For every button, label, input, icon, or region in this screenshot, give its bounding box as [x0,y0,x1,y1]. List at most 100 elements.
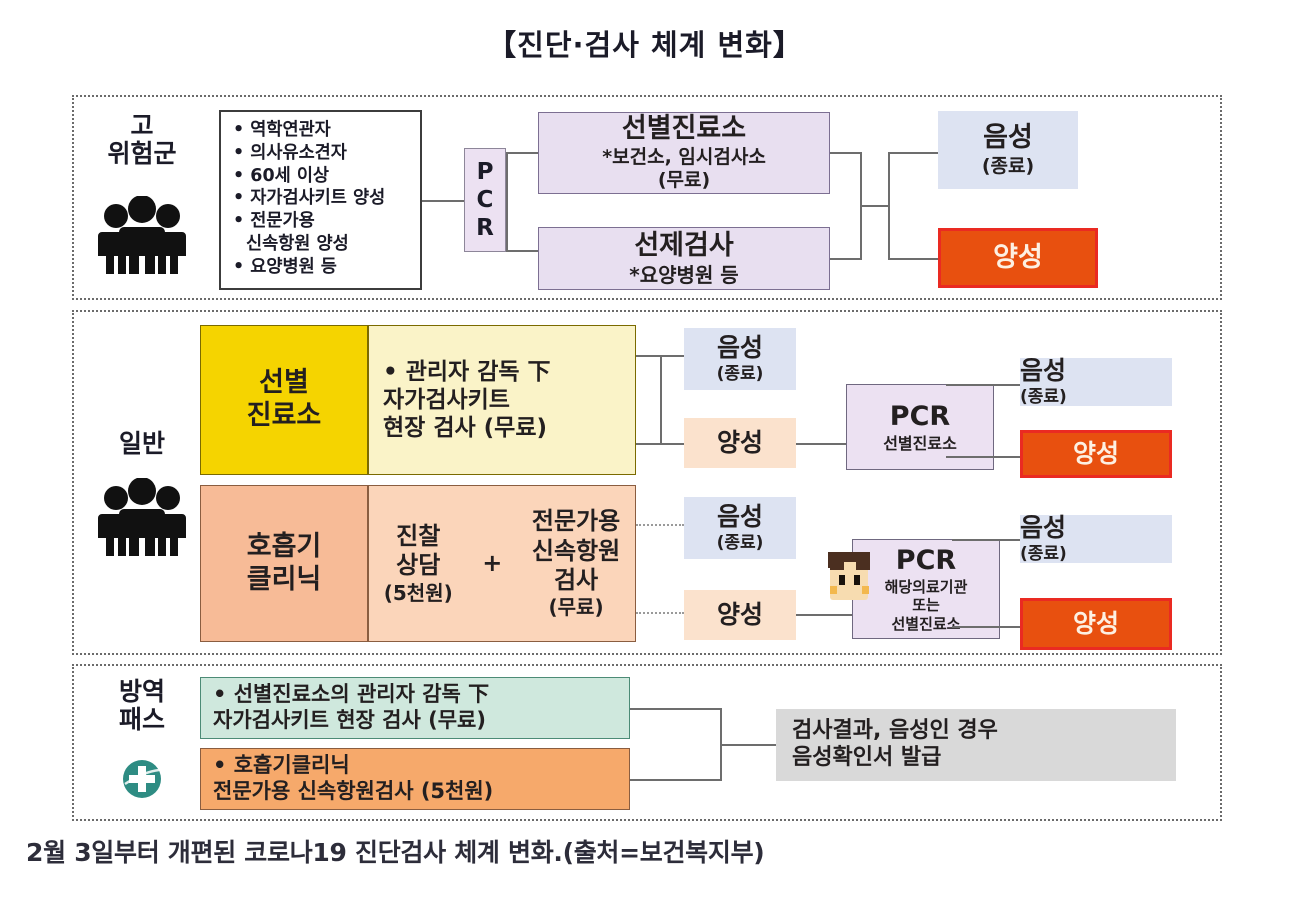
box-pcr-track2: PCR 해당의료기관 또는 선별진료소 [852,539,1000,639]
result-sub: (종료) [981,154,1035,177]
group-label-pass-line1: 방역 [118,677,165,706]
result-label: 양성 [993,241,1043,273]
box-pcr-track1: PCR 선별진료소 [846,384,994,470]
criteria-item: • 60세 이상 [233,165,330,186]
facility-line: 선별 [259,367,309,399]
page-title: 【진단·검사 체계 변화】 [487,28,803,62]
result-sub: (종료) [1020,543,1067,564]
group-label-high-risk-line2: 위험군 [107,139,177,168]
group-label-general: 일반 [78,430,206,458]
criteria-item: • 의사유소견자 [233,142,347,163]
connector-line [860,205,890,207]
criteria-item: 신속항원 양성 [246,233,349,254]
connector-line-dotted [636,524,684,526]
result-sub: (종료) [716,532,764,553]
criteria-item: • 자가검사키트 양성 [233,188,386,209]
box-pass-option-rapid-antigen: • 호흡기클리닉 전문가용 신속항원검사 (5천원) [200,748,630,810]
result-label: 음성 [716,502,763,532]
pcr-sub: 또는 [912,596,940,615]
pcr-title: PCR [889,400,951,432]
facility-line: 클리닉 [246,563,322,595]
pcr-sub: 선별진료소 [891,614,961,633]
group-label-general-line1: 일반 [118,429,165,458]
group-label-high-risk: 고 위험군 [78,112,206,168]
box-pass-option-selftest: • 선별진료소의 관리자 감독 下 자가검사키트 현장 검사 (무료) [200,677,630,739]
result-sub: (종료) [716,363,764,384]
pcr-letter: R [476,215,494,242]
box-note: *보건소, 임시검사소 [602,146,766,169]
connector-line [830,258,862,260]
pass-option-line: • 호흡기클리닉 [213,753,350,778]
connector-line [630,708,722,710]
connector-line [422,200,464,202]
pcr-sub: 선별진료소 [883,433,957,453]
connector-line [720,744,776,746]
box-facility-screening-clinic: 선별 진료소 [200,325,368,475]
result-negative-pcr-track2: 음성 (종료) [1020,513,1172,564]
detail-right-group: 전문가용 신속항원 검사 (무료) [532,507,620,619]
detail-line: 진찰 [396,522,441,551]
pcr-letter: C [476,186,494,213]
pass-option-line: 자가검사키트 현장 검사 (무료) [213,708,486,732]
outcome-line: 검사결과, 음성인 경우 [792,718,998,744]
connector-line [952,626,1040,628]
connector-line [630,779,722,781]
result-positive-high: 양성 [938,228,1098,288]
connector-line [506,250,539,252]
box-note2: (무료) [657,169,711,192]
result-negative-pcr-track1: 음성 (종료) [1020,356,1172,407]
box-detail-rapid-antigen: 진찰 상담 (5천원) + 전문가용 신속항원 검사 (무료) [368,485,636,642]
connector-line [506,152,539,154]
people-group-icon [90,478,194,556]
pcr-letter: P [476,158,494,185]
connector-line-dotted [636,612,684,614]
box-facility-respiratory-clinic: 호흡기 클리닉 [200,485,368,642]
box-title: 선제검사 [634,229,734,261]
result-label: 음성 [983,121,1033,153]
person-face-icon [822,548,876,604]
figure-caption: 2월 3일부터 개편된 코로나19 진단검사 체계 변화.(출처=보건복지부) [26,838,765,867]
facility-line: 진료소 [246,400,322,431]
connector-line [796,614,854,616]
connector-line [946,456,1020,458]
connector-line [506,152,508,250]
connector-line [830,152,862,154]
detail-line: • 관리자 감독 下 [383,358,551,385]
pcr-title: PCR [895,545,957,577]
criteria-item: • 전문가용 [233,211,315,231]
high-risk-criteria-box: • 역학연관자 • 의사유소견자 • 60세 이상 • 자가검사키트 양성 • … [219,110,422,290]
result-positive-pcr-track1: 양성 [1020,430,1172,478]
connector-line [636,443,684,445]
box-title: 선별진료소 [621,113,747,145]
people-group-icon [90,196,194,274]
detail-line: (무료) [548,595,604,620]
result-negative-track1: 음성 (종료) [684,328,796,390]
criteria-item: • 요양병원 등 [233,256,337,277]
detail-left-group: 진찰 상담 (5천원) [384,522,453,605]
pcr-strip-high-risk: P C R [464,148,506,252]
result-positive-track1: 양성 [684,418,796,468]
result-label: 음성 [1020,513,1067,543]
result-label: 음성 [716,333,763,363]
connector-line [796,443,846,445]
box-pass-outcome: 검사결과, 음성인 경우 음성확인서 발급 [776,709,1176,781]
pcr-sub: 해당의료기관 [884,578,968,597]
box-screening-clinic-high: 선별진료소 *보건소, 임시검사소 (무료) [538,112,830,194]
criteria-item: • 역학연관자 [233,120,331,140]
result-label: 양성 [716,599,763,629]
detail-line: 상담 [396,551,441,580]
result-negative-high: 음성 (종료) [938,111,1078,189]
group-label-pass: 방역 패스 [82,678,202,734]
detail-line: 신속항원 [531,536,621,565]
result-label: 양성 [1072,608,1119,638]
connector-line [946,384,1020,386]
detail-line: 검사 [553,565,599,594]
connector-line [888,152,938,154]
pass-option-line: 전문가용 신속항원검사 (5천원) [213,779,494,803]
pass-option-line: • 선별진료소의 관리자 감독 下 [213,682,490,707]
plus-symbol: + [482,548,503,577]
detail-line: 현장 검사 (무료) [383,415,547,442]
connector-line [888,258,938,260]
connector-line [720,708,722,779]
